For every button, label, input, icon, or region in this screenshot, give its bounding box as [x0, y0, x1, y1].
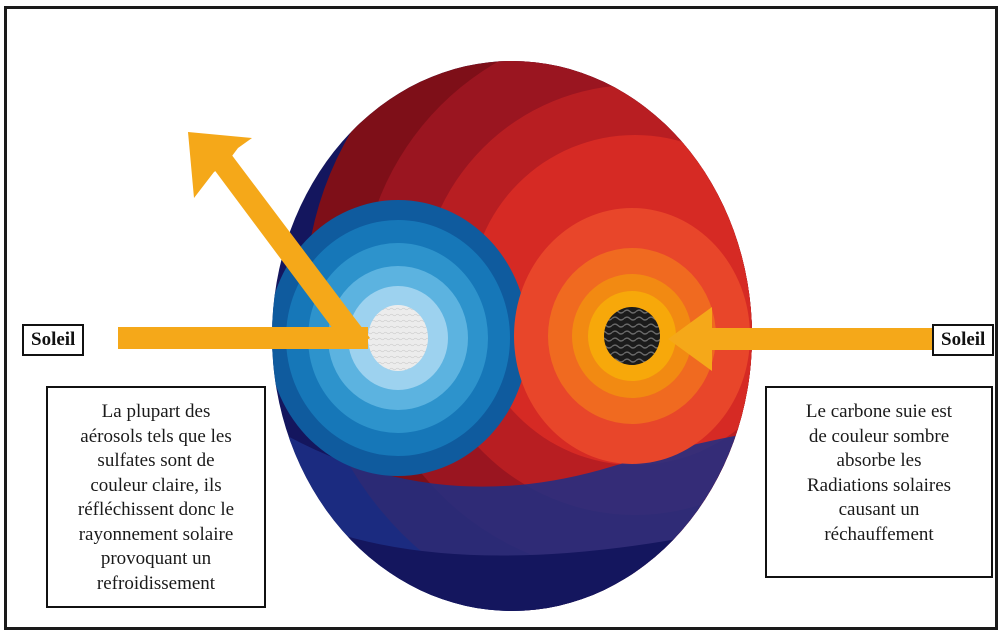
caption-line: sulfates sont de [97, 450, 215, 471]
sun-label-left: Soleil [22, 324, 85, 356]
caption-line: Radiations solaires [806, 474, 952, 496]
caption-line: de couleur sombre [808, 425, 950, 447]
sulfate-caption: La plupart des aérosols tels que les sul… [46, 386, 266, 608]
caption-line: causant un [838, 499, 920, 520]
caption-line: Le carbone suie est [805, 401, 953, 422]
soot-aerosol-rings [514, 208, 750, 464]
soot-caption: Le carbone suie est de couleur sombre ab… [765, 386, 993, 578]
absorbed-radiation-arrow [668, 307, 932, 371]
caption-line: La plupart des [101, 401, 211, 422]
caption-line: provoquant un [100, 548, 212, 569]
reflected-radiation-arrow [118, 132, 370, 349]
caption-line: refroidissement [96, 572, 216, 594]
caption-line: réfléchissent donc le [77, 499, 235, 520]
caption-line: aérosols tels que les [80, 425, 232, 447]
sulfate-aerosol-rings [272, 200, 528, 476]
caption-line: couleur claire, ils [90, 474, 222, 496]
caption-line: absorbe les [836, 450, 922, 471]
sun-label-right: Soleil [932, 324, 995, 356]
caption-line: rayonnement solaire [78, 523, 234, 545]
caption-line: réchauffement [824, 523, 934, 545]
